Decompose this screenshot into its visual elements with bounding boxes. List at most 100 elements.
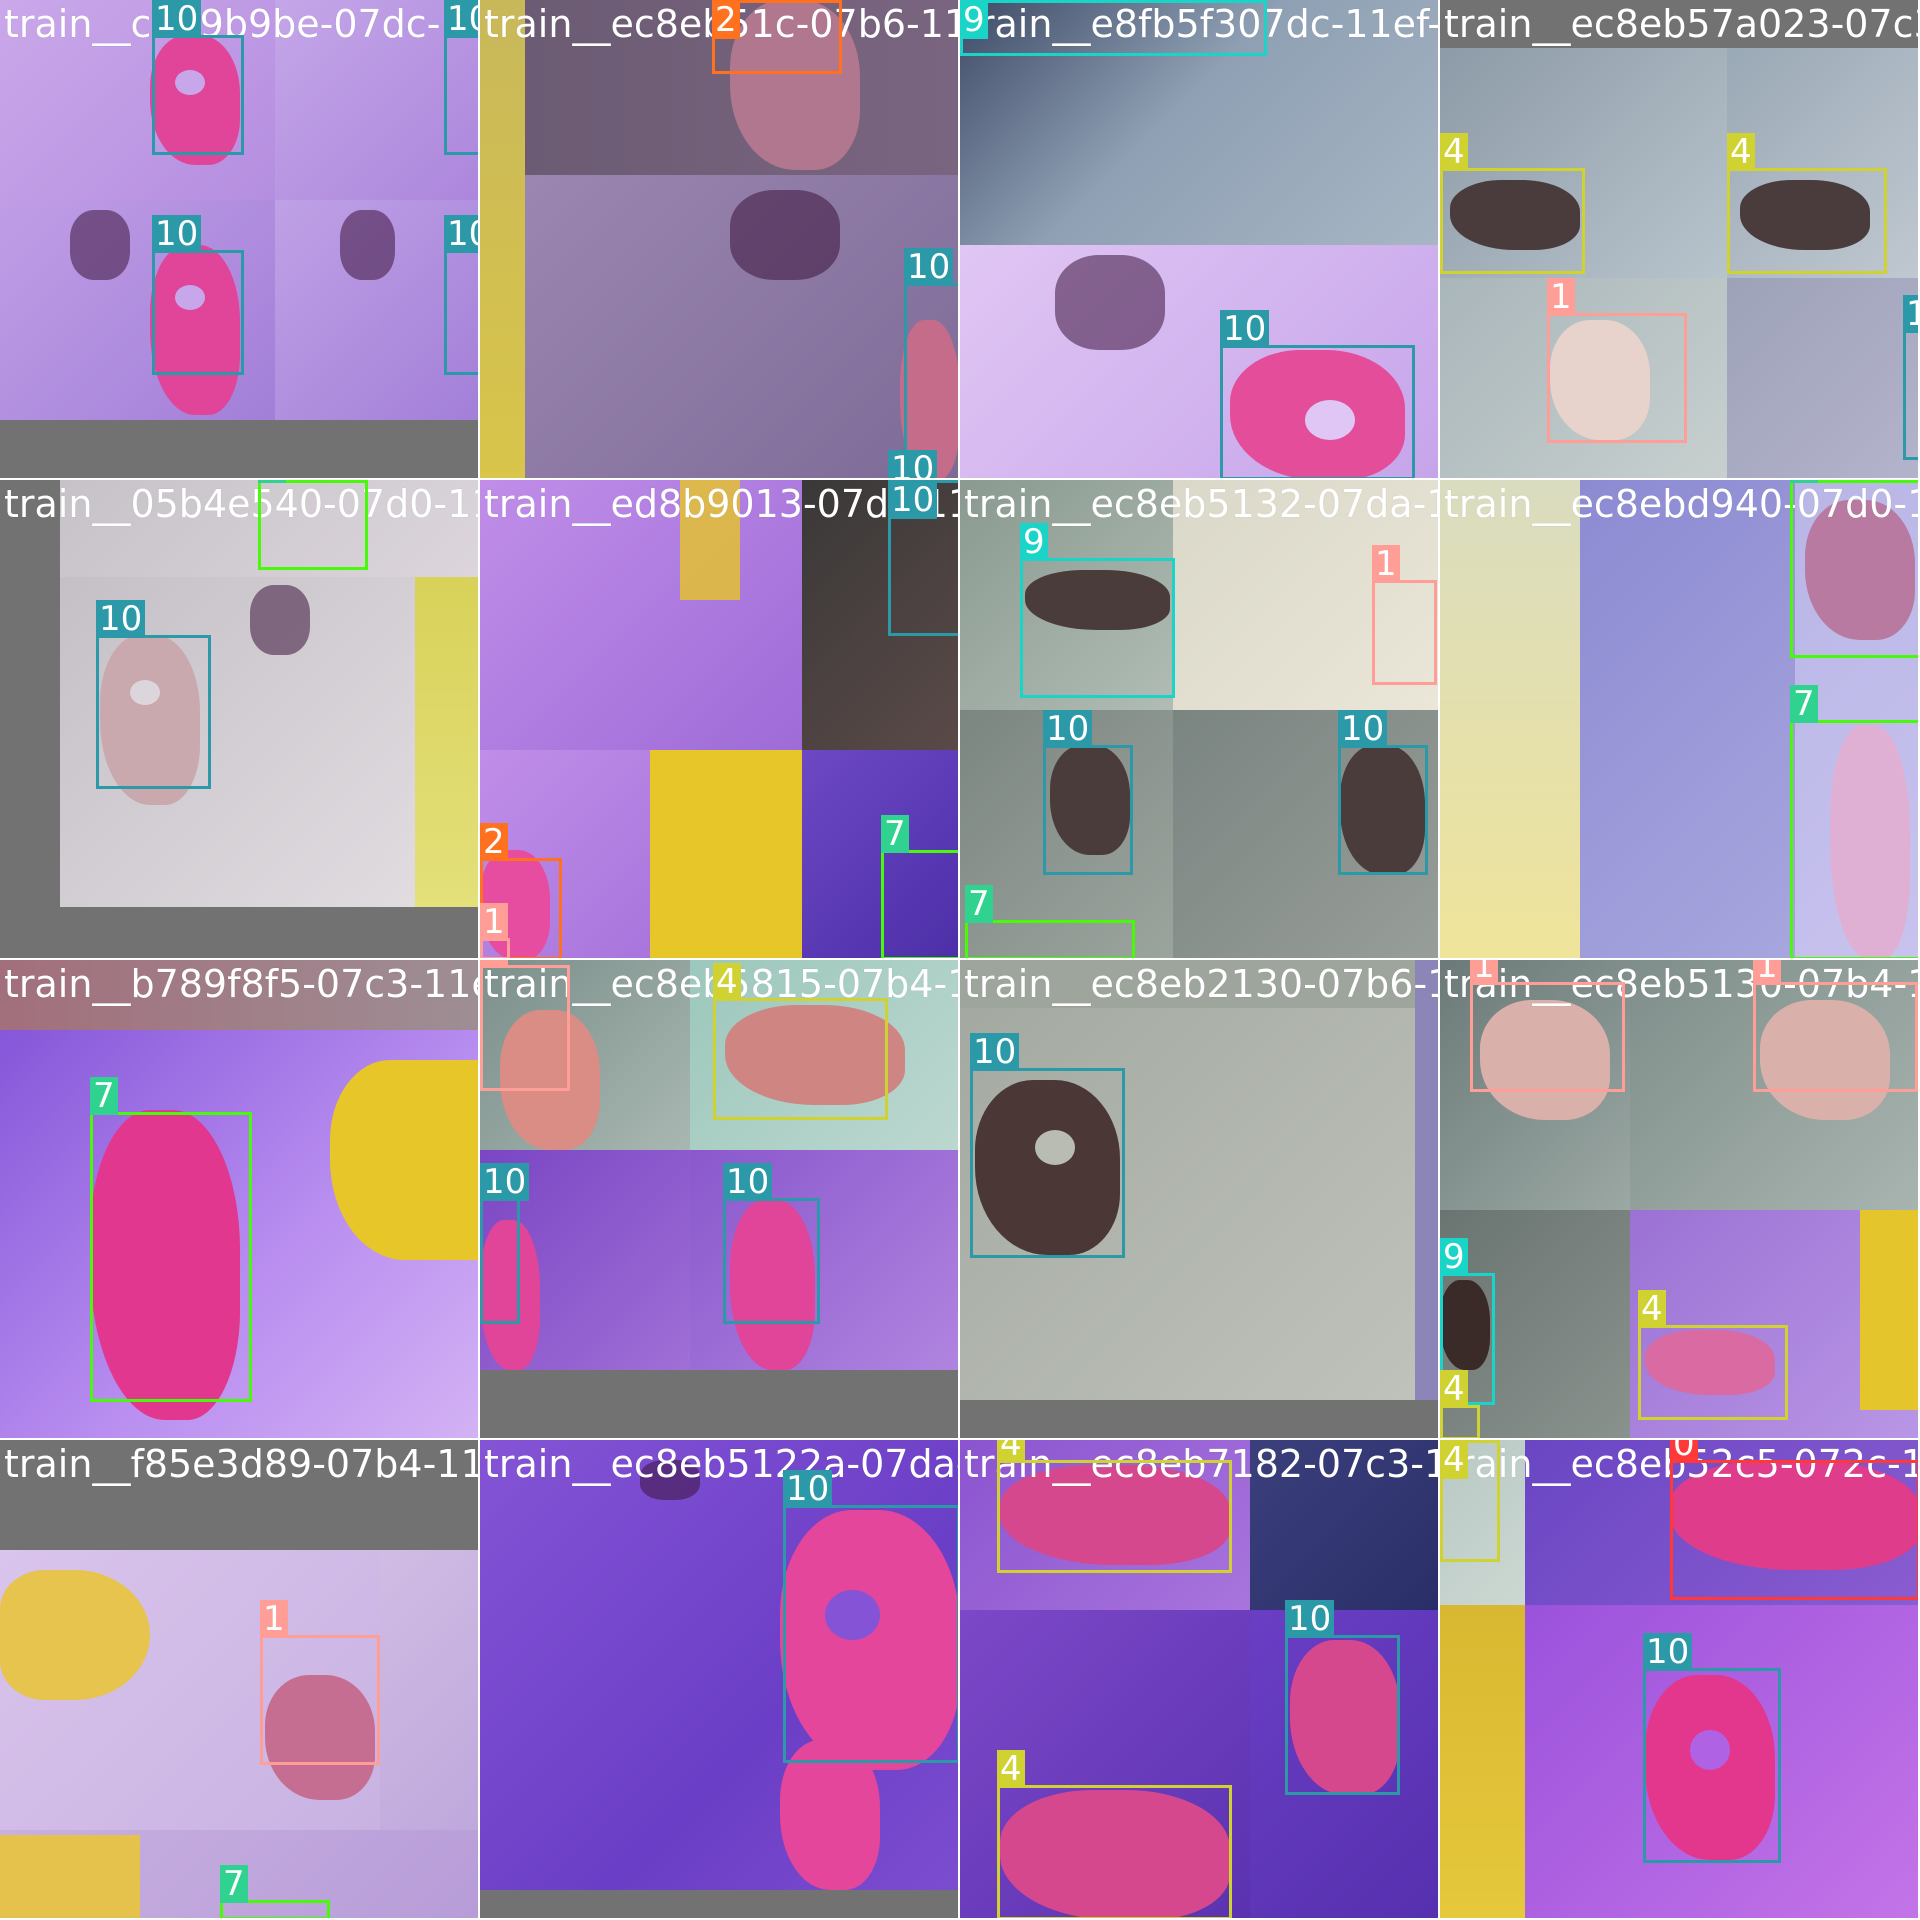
tile-title: train__ec8ebd940-07d0-11ef- [1444, 482, 1918, 526]
bbox: 10 [444, 215, 478, 375]
bbox-label: 10 [904, 248, 954, 286]
bbox: 1 [1903, 295, 1918, 460]
mosaic-tile: train__e8fb5f307dc-11ef-ad 9 10 [960, 0, 1440, 480]
bbox-label: 10 [444, 215, 478, 253]
bbox: 2 [480, 823, 562, 958]
bbox-label: 9 [1440, 1238, 1468, 1276]
bbox: 10 [96, 600, 211, 789]
bbox-label: 7 [258, 480, 286, 483]
bbox-label: 4 [1440, 1370, 1468, 1408]
bbox: 10 [904, 248, 958, 478]
bbox: 10 [1643, 1633, 1781, 1863]
tile-title: train__ec8eb2130-07b6-11ef-8e [964, 962, 1438, 1006]
bbox-label: 1 [1470, 960, 1498, 985]
bbox-label: 4 [1440, 133, 1468, 171]
bbox: 7 [1790, 480, 1918, 658]
bbox-label: 10 [480, 1163, 530, 1201]
bbox-label: 1 [1372, 545, 1400, 583]
bbox-label: 10 [723, 1163, 773, 1201]
bbox-label: 10 [1043, 710, 1093, 748]
bbox: 10 [1043, 710, 1133, 875]
bbox-label: 10 [152, 215, 202, 253]
bbox-label: 4 [997, 1750, 1025, 1788]
tile-title: train__ec8eb5122a-07da-11ef-b [484, 1442, 958, 1486]
bbox: 7 [90, 1077, 252, 1402]
mosaic-tile: train__ec8eb5132-07da-11ef-8a5 9 1 10 10… [960, 480, 1440, 960]
mosaic-tile: train__f85e3d89-07b4-11ef-8b0 1 7 [0, 1440, 480, 1920]
bbox: 4 [713, 963, 888, 1120]
tile-title: train__05b4e540-07d0-11ef-8a92 [4, 482, 478, 526]
bbox-label: 10 [1285, 1600, 1335, 1638]
bbox: 1 [480, 960, 570, 1091]
tile-title: train__ec8eb7182-07c3-11ef- [964, 1442, 1438, 1486]
bbox: 4 [997, 1440, 1232, 1573]
bbox-label: 1 [1753, 960, 1781, 985]
tile-title: train__ec8eb5132-07da-11ef-8a5 [964, 482, 1438, 526]
tile-title: train__ed8b9013-07dc-11ef-af5 [484, 482, 958, 526]
tile-title: train__ec8eb57a023-07c3-11ef- [1444, 2, 1918, 46]
tile-title: train__b789f8f5-07c3-11ef-8f0 [4, 962, 478, 1006]
bbox-label: 7 [965, 885, 993, 923]
tile-title: train__f85e3d89-07b4-11ef-8b0 [4, 1442, 480, 1486]
bbox: 10 [970, 1033, 1125, 1258]
bbox: 10 [1338, 710, 1428, 875]
mosaic-tile: train__b789f8f5-07c3-11ef-8f0 7 [0, 960, 480, 1440]
bbox: 7 [220, 1865, 330, 1918]
bbox-label: 1 [1547, 278, 1575, 316]
mosaic-tile: train__cd89b9be-07dc-11ef 10 10 10 10 [0, 0, 480, 480]
bbox-label: 7 [1790, 480, 1818, 483]
bbox-label: 7 [1790, 685, 1818, 723]
mosaic-tile: train__ec8eb7182-07c3-11ef- 4 4 10 [960, 1440, 1440, 1920]
bbox-label: 4 [713, 963, 741, 1001]
bbox-label: 4 [1440, 1441, 1468, 1479]
bbox: 7 [881, 815, 958, 958]
bbox: 1 [1470, 960, 1625, 1092]
bbox: 10 [723, 1163, 820, 1324]
bbox-label: 7 [881, 815, 909, 853]
bbox: 10 [1285, 1600, 1400, 1795]
bbox-label: 1 [260, 1600, 288, 1638]
bbox: 0 [1670, 1440, 1918, 1600]
bbox: 4 [1440, 133, 1585, 274]
bbox-label: 10 [888, 450, 938, 478]
bbox: 4 [1440, 1440, 1500, 1562]
bbox: 9 [960, 0, 1267, 56]
bbox: 10 [783, 1470, 958, 1763]
mosaic-tile: train__ec8eb51c-07b6-11ef 2 10 10 [480, 0, 960, 480]
bbox: 7 [1790, 685, 1918, 958]
bbox: 7 [258, 480, 368, 570]
bbox: 1 [1547, 278, 1687, 443]
bbox-label: 10 [444, 0, 478, 38]
bbox-label: 1 [480, 960, 508, 968]
bbox: 10 [444, 0, 478, 155]
bbox-label: 7 [220, 1865, 248, 1903]
bbox-label: 10 [96, 600, 146, 638]
mosaic-tile: train__ec8eb52c5-072c-11ef- 4 0 10 [1440, 1440, 1920, 1920]
bbox-label: 9 [1020, 523, 1048, 561]
bbox-label: 10 [1643, 1633, 1693, 1671]
bbox: 1 [1753, 960, 1918, 1092]
bbox-label: 10 [783, 1470, 833, 1508]
mosaic-tile: train__ec8eb57a023-07c3-11ef- 4 4 1 1 [1440, 0, 1920, 480]
bbox: 10 [1220, 310, 1415, 478]
bbox: 9 [1020, 523, 1175, 698]
mosaic-tile: train__ed8b9013-07dc-11ef-af5 10 2 1 7 [480, 480, 960, 960]
bbox-label: 10 [152, 0, 202, 38]
bbox-label: 1 [1903, 295, 1918, 333]
bbox: 10 [888, 480, 958, 636]
bbox: 10 [152, 215, 244, 375]
tile-title: train__e8fb5f307dc-11ef-ad [964, 2, 1440, 46]
bbox: 2 [712, 0, 842, 74]
bbox: 10 [152, 0, 244, 155]
bbox-label: 10 [970, 1033, 1020, 1071]
mosaic-tile: train__ec8eb5815-07b4-11ef-9d 1 4 10 10 [480, 960, 960, 1440]
bbox: 1 [1372, 545, 1437, 685]
bbox-label: 9 [960, 1, 988, 39]
mosaic-tile: train__05b4e540-07d0-11ef-8a92 7 10 [0, 480, 480, 960]
bbox: 7 [965, 885, 1135, 958]
bbox: 4 [1638, 1290, 1788, 1420]
bbox: 4 [997, 1750, 1232, 1918]
bbox-label: 4 [1727, 133, 1755, 171]
bbox-label: 4 [997, 1440, 1025, 1463]
